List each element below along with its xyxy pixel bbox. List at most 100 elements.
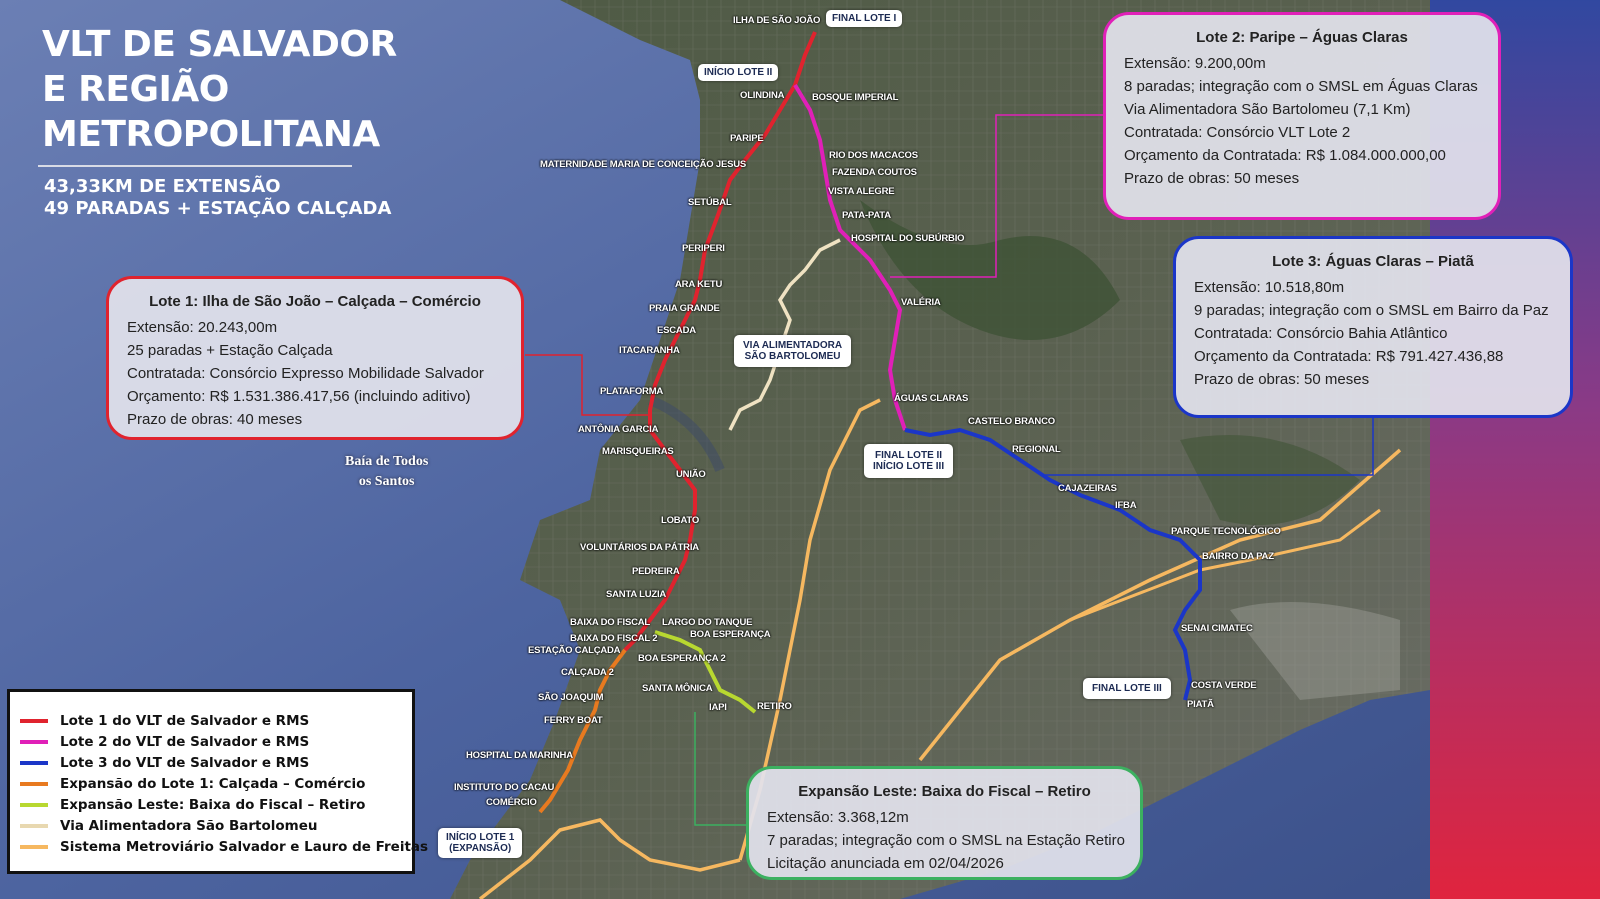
- station-label: RIO DOS MACACOS: [829, 150, 918, 161]
- legend-label: Sistema Metroviário Salvador e Lauro de …: [60, 838, 429, 855]
- legend-swatch: [20, 739, 48, 744]
- station-label: PARQUE TECNOLÓGICO: [1171, 526, 1281, 537]
- station-label: PATA-PATA: [842, 210, 891, 221]
- station-label: COMÉRCIO: [486, 797, 537, 808]
- legend-swatch: [20, 781, 48, 786]
- station-label: VALÉRIA: [901, 297, 941, 308]
- legend-swatch: [20, 760, 48, 765]
- lote2-line: 8 paradas; integração com o SMSL em Água…: [1124, 78, 1478, 95]
- legend-label: Lote 1 do VLT de Salvador e RMS: [60, 712, 310, 729]
- station-label: BOSQUE IMPERIAL: [812, 92, 899, 103]
- station-label: COSTA VERDE: [1191, 680, 1257, 691]
- expansao-line: Licitação anunciada em 02/04/2026: [767, 855, 1004, 872]
- station-label: ITACARANHA: [619, 345, 680, 356]
- lote2-line: Prazo de obras: 50 meses: [1124, 170, 1300, 187]
- station-label: SANTA MÔNICA: [642, 683, 713, 694]
- station-label: PIATÃ: [1187, 699, 1214, 710]
- station-label: REGIONAL: [1012, 444, 1061, 455]
- station-label: UNIÃO: [676, 469, 706, 480]
- station-label: ILHA DE SÃO JOÃO: [733, 15, 821, 26]
- station-label: PERIPERI: [682, 243, 725, 254]
- lote1-line: Extensão: 20.243,00m: [127, 319, 278, 336]
- legend-label: Lote 2 do VLT de Salvador e RMS: [60, 733, 310, 750]
- expansao-line: 7 paradas; integração com o SMSL na Esta…: [767, 832, 1125, 849]
- tag-inicio-lote1-expansao: INÍCIO LOTE 1 (EXPANSÃO): [438, 828, 523, 858]
- legend-label: Expansão Leste: Baixa do Fiscal – Retiro: [60, 796, 366, 813]
- legend-item: Expansão do Lote 1: Calçada – Comércio: [20, 773, 402, 794]
- slide-subtitle: 43,33KM DE EXTENSÃO 49 PARADAS + ESTAÇÃO…: [44, 176, 391, 220]
- lote3-line: Orçamento da Contratada: R$ 791.427.436,…: [1194, 348, 1504, 365]
- lote2-title: Lote 2: Paripe – Águas Claras: [1196, 29, 1408, 46]
- station-label: SETÚBAL: [688, 197, 732, 208]
- station-label: HOSPITAL DA MARINHA: [466, 750, 573, 761]
- station-label: SENAI CIMATEC: [1181, 623, 1253, 634]
- station-label: IAPI: [709, 702, 727, 713]
- lote1-connector: [525, 354, 650, 416]
- station-label: CAJAZEIRAS: [1058, 483, 1117, 494]
- station-label: HOSPITAL DO SUBÚRBIO: [851, 233, 965, 244]
- legend-swatch: [20, 718, 48, 723]
- metro-line-3: [478, 818, 741, 899]
- legend-label: Expansão do Lote 1: Calçada – Comércio: [60, 775, 366, 792]
- subtitle-extension: 43,33KM DE EXTENSÃO: [44, 176, 281, 197]
- lote2-line: Via Alimentadora São Bartolomeu (7,1 Km): [1124, 101, 1411, 118]
- lote2-line: [793, 83, 907, 431]
- station-label: INSTITUTO DO CACAU: [454, 782, 555, 793]
- inlet: [648, 395, 725, 472]
- station-label: BOA ESPERANÇA 2: [638, 653, 726, 664]
- coast-area: [1230, 602, 1400, 700]
- station-label: BAIXA DO FISCAL 2: [570, 633, 658, 644]
- info-box-lote2: Lote 2: Paripe – Águas Claras Extensão: …: [1103, 12, 1501, 220]
- station-label: MATERNIDADE MARIA DE CONCEIÇÃO JESUS: [540, 159, 747, 170]
- station-label: CASTELO BRANCO: [968, 416, 1055, 427]
- lote3-title: Lote 3: Águas Claras – Piatã: [1272, 253, 1474, 270]
- station-label: VISTA ALEGRE: [828, 186, 895, 197]
- station-label: CALÇADA 2: [561, 667, 614, 678]
- subtitle-stops: 49 PARADAS + ESTAÇÃO CALÇADA: [44, 198, 392, 219]
- lote3-line: 9 paradas; integração com o SMSL em Bair…: [1194, 302, 1549, 319]
- station-label: FAZENDA COUTOS: [832, 167, 917, 178]
- info-box-lote1: Lote 1: Ilha de São João – Calçada – Com…: [106, 276, 524, 440]
- station-label: SÃO JOAQUIM: [538, 692, 604, 703]
- lote1-line: Contratada: Consórcio Expresso Mobilidad…: [127, 365, 484, 382]
- legend-item: Lote 3 do VLT de Salvador e RMS: [20, 752, 402, 773]
- legend-label: Via Alimentadora São Bartolomeu: [60, 817, 318, 834]
- legend-item: Lote 1 do VLT de Salvador e RMS: [20, 710, 402, 731]
- tag-final-lote1: FINAL LOTE I: [826, 10, 903, 27]
- station-label: ÁGUAS CLARAS: [894, 393, 969, 404]
- station-label: IFBA: [1115, 500, 1137, 511]
- station-label: ANTÔNIA GARCIA: [578, 424, 659, 435]
- station-label: PARIPE: [730, 133, 764, 144]
- station-label: PRAIA GRANDE: [649, 303, 720, 314]
- lote1-title: Lote 1: Ilha de São João – Calçada – Com…: [149, 293, 481, 310]
- bay-label: Baía de Todos os Santos: [345, 454, 429, 489]
- lote3-line: [904, 427, 1202, 701]
- station-label: BOA ESPERANÇA: [690, 629, 771, 640]
- legend-swatch: [20, 844, 48, 849]
- legend-swatch: [20, 802, 48, 807]
- station-label: LOBATO: [661, 515, 700, 526]
- green-area: [1180, 435, 1360, 525]
- station-label: SANTA LUZIA: [606, 589, 667, 600]
- legend-item: Expansão Leste: Baixa do Fiscal – Retiro: [20, 794, 402, 815]
- lote3-line: Contratada: Consórcio Bahia Atlântico: [1194, 325, 1448, 342]
- metro-branch: [1069, 508, 1381, 622]
- station-label: RETIRO: [757, 701, 792, 712]
- expansao-line: Extensão: 3.368,12m: [767, 809, 909, 826]
- metro-line-2: [918, 448, 1402, 762]
- title-divider: [38, 165, 352, 167]
- station-label: PLATAFORMA: [600, 386, 664, 397]
- slide-title: VLT DE SALVADOR E REGIÃO METROPOLITANA: [42, 24, 397, 155]
- expansao-leste-line: [654, 630, 757, 714]
- station-label: ESTAÇÃO CALÇADA: [528, 645, 621, 656]
- legend-item: Sistema Metroviário Salvador e Lauro de …: [20, 836, 428, 857]
- legend-swatch: [20, 823, 48, 828]
- green-area: [860, 200, 1120, 340]
- expansao-lote1-line: [538, 648, 627, 814]
- lote2-line: Orçamento da Contratada: R$ 1.084.000.00…: [1124, 147, 1446, 164]
- via-alimentadora-line: [728, 238, 841, 431]
- lote1-line: 25 paradas + Estação Calçada: [127, 342, 333, 359]
- station-label: ARA KETU: [675, 279, 723, 290]
- tag-final-lote3: FINAL LOTE III: [1083, 678, 1171, 699]
